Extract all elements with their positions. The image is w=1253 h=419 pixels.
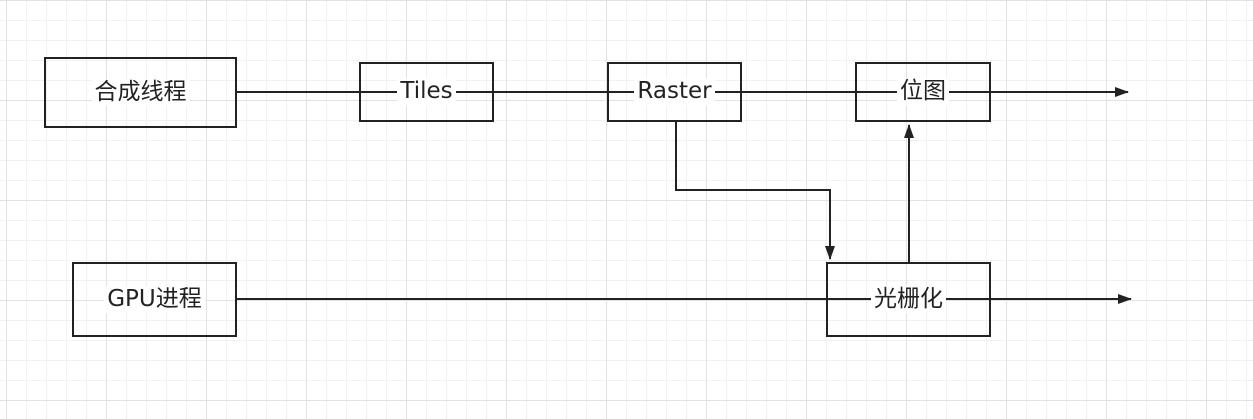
raster-label: Raster: [634, 78, 715, 106]
gpu-process-label: GPU进程: [104, 285, 205, 314]
compositor-thread-node: 合成线程: [44, 57, 237, 128]
compositor-thread-label: 合成线程: [91, 78, 190, 107]
raster-node: Raster: [607, 62, 742, 122]
rasterization-label: 光栅化: [871, 285, 946, 314]
bitmap-node: 位图: [855, 62, 991, 122]
tiles-node: Tiles: [359, 62, 494, 122]
bitmap-label: 位图: [897, 78, 949, 106]
gpu-process-node: GPU进程: [72, 262, 237, 337]
rasterization-node: 光栅化: [826, 262, 991, 337]
tiles-label: Tiles: [397, 78, 456, 106]
raster-to-rasterization-arrow: [675, 122, 835, 260]
